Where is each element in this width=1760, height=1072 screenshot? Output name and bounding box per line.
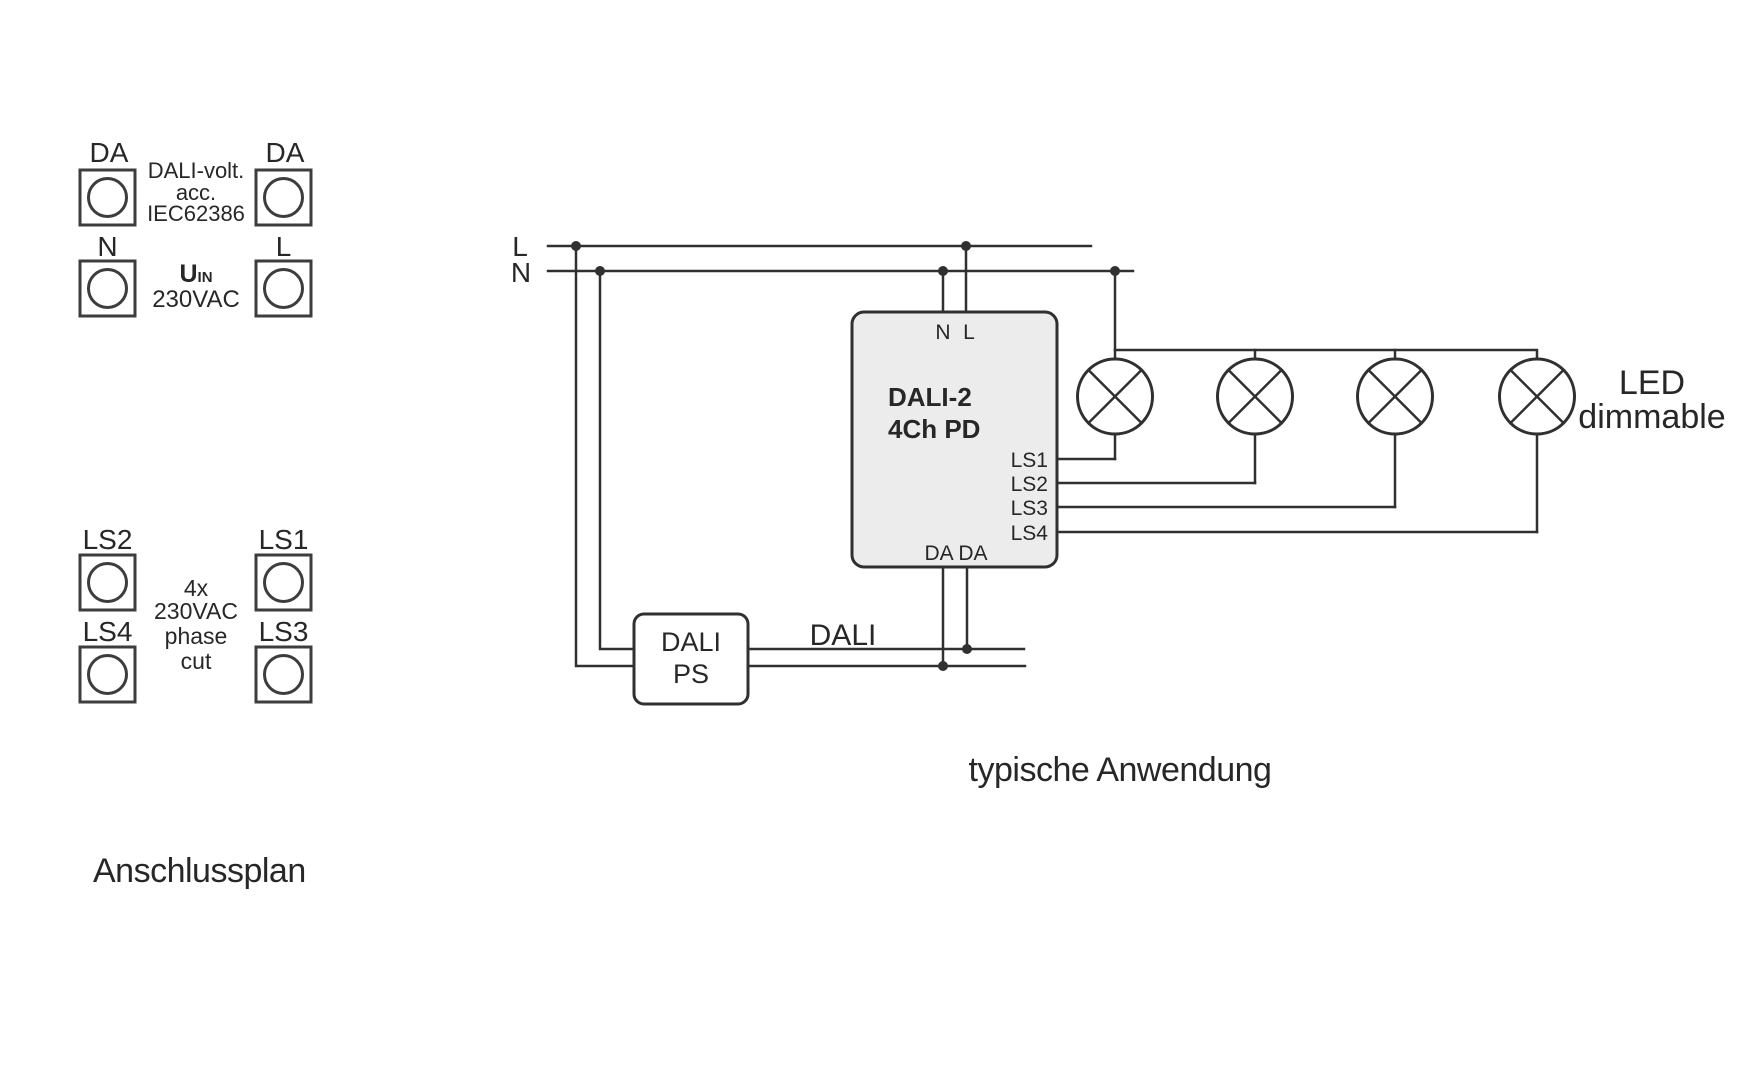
device-dali2-4ch-pd: N L DALI-2 4Ch PD LS1 LS2 LS3 LS4 DA DA: [850, 310, 1059, 569]
phase-cut-note: 4x 230VAC phase cut: [154, 575, 238, 674]
terminal-screw: [263, 268, 304, 309]
junction-dot: [595, 266, 605, 276]
lamp-common-top-line: [1113, 348, 1539, 361]
dali-bus-label: DALI: [810, 619, 877, 652]
terminal-screw: [263, 562, 304, 603]
terminal-label-ls1: LS1: [259, 524, 309, 555]
device-output-ls2-label: LS2: [1011, 473, 1048, 496]
mains-l-label: L: [512, 231, 528, 262]
uin-label: UIN: [179, 260, 212, 288]
psu-label-line1: DALI: [661, 627, 721, 657]
dali-terminal-group: DA DA DALI-volt. acc. IEC62386: [78, 137, 313, 227]
terminal-label-ls3: LS3: [259, 616, 309, 647]
terminal-label-da-left: DA: [90, 137, 129, 168]
screw-terminal-n: [78, 259, 137, 318]
junction-dot: [961, 241, 971, 251]
note-line: 230VAC: [154, 598, 238, 624]
junction-dot: [1110, 266, 1120, 276]
mains-terminal-group: N L UIN 230VAC: [78, 231, 313, 318]
terminal-screw: [87, 654, 128, 695]
load-label-line1: LED: [1619, 364, 1685, 402]
application-diagram: L N DALI: [511, 231, 1726, 789]
note-line: cut: [181, 648, 212, 674]
note-line: 4x: [184, 575, 209, 601]
lamp-symbol-4: [1498, 357, 1576, 436]
load-label-line2: dimmable: [1578, 398, 1725, 436]
terminal-label-da-right: DA: [266, 137, 305, 168]
screw-terminal-ls2: [78, 553, 137, 612]
input-voltage-note: UIN 230VAC: [152, 260, 240, 313]
junction-dot: [571, 241, 581, 251]
mains-n-label: N: [511, 257, 531, 288]
ls-terminal-group: LS2 LS1 LS4 LS3 4x 230VAC: [78, 524, 313, 704]
lamp-cross: [1366, 368, 1424, 425]
terminal-screw: [263, 177, 304, 218]
dali-voltage-note: DALI-volt. acc. IEC62386: [147, 158, 245, 226]
device-input-n-label: N: [935, 321, 950, 344]
lamp-symbol-1: [1076, 357, 1154, 436]
lamp-symbol-2: [1216, 357, 1294, 436]
terminal-screw: [87, 268, 128, 309]
screw-terminal-l: [254, 259, 313, 318]
psu-label-line2: PS: [673, 659, 709, 689]
terminal-screw: [263, 654, 304, 695]
diagram-caption-typische-anwendung: typische Anwendung: [969, 751, 1272, 789]
terminal-label-n: N: [97, 231, 117, 262]
screw-terminal-da-right: [254, 168, 313, 227]
terminal-screw: [87, 562, 128, 603]
device-title-line1: DALI-2: [888, 382, 972, 412]
screw-terminal-ls3: [254, 645, 313, 704]
note-line: phase: [165, 623, 228, 649]
device-box: [850, 310, 1059, 569]
wire-n-to-psu: [598, 269, 636, 651]
terminal-label-ls4: LS4: [83, 616, 133, 647]
load-label: LED dimmable: [1578, 364, 1725, 436]
lamp-cross: [1086, 368, 1144, 425]
lamp-cross: [1508, 368, 1566, 425]
junction-dot: [938, 661, 948, 671]
note-line: IEC62386: [147, 201, 245, 226]
psu-box: [632, 612, 750, 706]
note-line: acc.: [176, 180, 216, 205]
junction-dot: [962, 644, 972, 654]
junction-dot: [938, 266, 948, 276]
voltage-label: 230VAC: [152, 286, 240, 313]
device-output-ls4-label: LS4: [1011, 522, 1049, 545]
terminal-label-ls2: LS2: [83, 524, 133, 555]
device-dali-ps: DALI PS: [632, 612, 750, 706]
device-input-l-label: L: [963, 321, 975, 344]
diagram-caption-anschlussplan: Anschlussplan: [93, 852, 306, 890]
wire-l-to-psu: [574, 244, 636, 668]
screw-terminal-ls1: [254, 553, 313, 612]
lamp-cross: [1226, 368, 1284, 425]
lamp-symbol-3: [1356, 357, 1434, 436]
note-line: DALI-volt.: [148, 158, 245, 183]
terminal-label-l: L: [276, 231, 292, 262]
terminal-panel: DA DA DALI-volt. acc. IEC62386 N L: [78, 137, 313, 890]
screw-terminal-ls4: [78, 645, 137, 704]
device-da-terminals-label: DA DA: [924, 542, 987, 565]
device-title-line2: 4Ch PD: [888, 414, 980, 444]
device-output-ls3-label: LS3: [1011, 497, 1048, 520]
device-output-ls1-label: LS1: [1011, 449, 1048, 472]
terminal-screw: [87, 177, 128, 218]
screw-terminal-da-left: [78, 168, 137, 227]
